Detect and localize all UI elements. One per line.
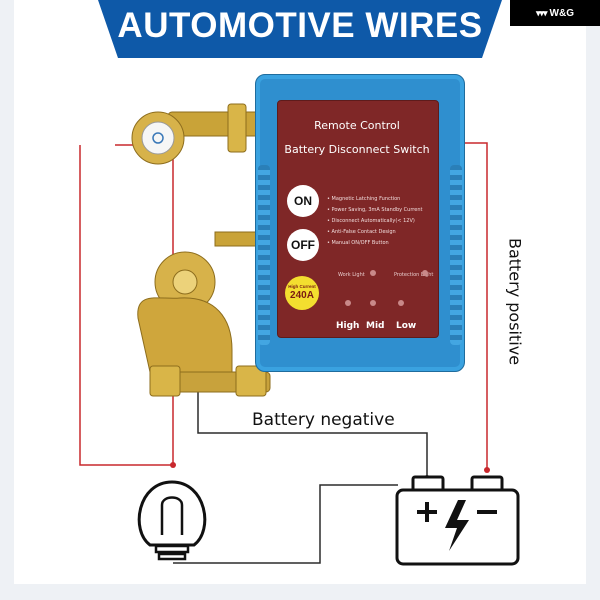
- feature-4: • Anti-False Contact Design: [327, 229, 396, 235]
- feature-2: • Power Saving, 3mA Standby Current: [327, 207, 423, 213]
- badge-subtitle: High Current: [288, 284, 316, 289]
- device-title-line1: Remote Control: [314, 119, 400, 132]
- badge-value: 240A: [290, 290, 314, 301]
- wings-icon: ▾▾▾: [535, 7, 548, 18]
- brand-logo-text: W&G: [549, 7, 574, 19]
- work-light-led: [370, 270, 376, 276]
- battery-negative-label: Battery negative: [252, 410, 395, 430]
- negative-terminal-icon: [137, 231, 271, 397]
- black-wire-negative: [197, 390, 428, 478]
- red-wire-bulb: [79, 145, 173, 466]
- page-title: AUTOMOTIVE WIRES: [117, 6, 483, 45]
- device-grip-right: [450, 165, 462, 345]
- feature-3: • Disconnect Automatically(< 12V): [327, 218, 415, 224]
- feature-1: • Magnetic Latching Function: [327, 196, 401, 202]
- positive-terminal-icon: [131, 103, 261, 165]
- work-light-label: Work Light: [338, 272, 365, 278]
- device-title-line2: Battery Disconnect Switch: [284, 143, 430, 156]
- level-low-label: Low: [396, 321, 417, 331]
- bulb-node: [170, 462, 176, 468]
- on-button[interactable]: ON: [287, 185, 319, 217]
- feature-5: • Manual ON/OFF Button: [327, 240, 389, 246]
- level-high-label: High: [336, 321, 360, 331]
- frame-bottom: [0, 584, 600, 600]
- frame-left: [0, 0, 14, 600]
- level-high-led: [345, 300, 351, 306]
- title-banner: [98, 0, 502, 58]
- off-button[interactable]: OFF: [287, 229, 319, 261]
- bulb-icon: [137, 480, 207, 561]
- positive-node: [484, 467, 490, 473]
- level-mid-label: Mid: [366, 321, 385, 331]
- frame-right: [586, 0, 600, 600]
- black-wire-bulb: [173, 484, 398, 564]
- battery-icon: [395, 475, 520, 566]
- level-mid-led: [370, 300, 376, 306]
- protection-light-label: Protection Light: [394, 272, 434, 278]
- brand-logo: ▾▾▾ W&G: [510, 0, 600, 26]
- current-rating-badge: High Current 240A: [285, 276, 319, 310]
- red-wire-positive: [462, 142, 488, 470]
- level-low-led: [398, 300, 404, 306]
- device-grip-left: [258, 165, 270, 345]
- battery-positive-label: Battery positive: [505, 237, 525, 366]
- protection-light-led: [422, 270, 428, 276]
